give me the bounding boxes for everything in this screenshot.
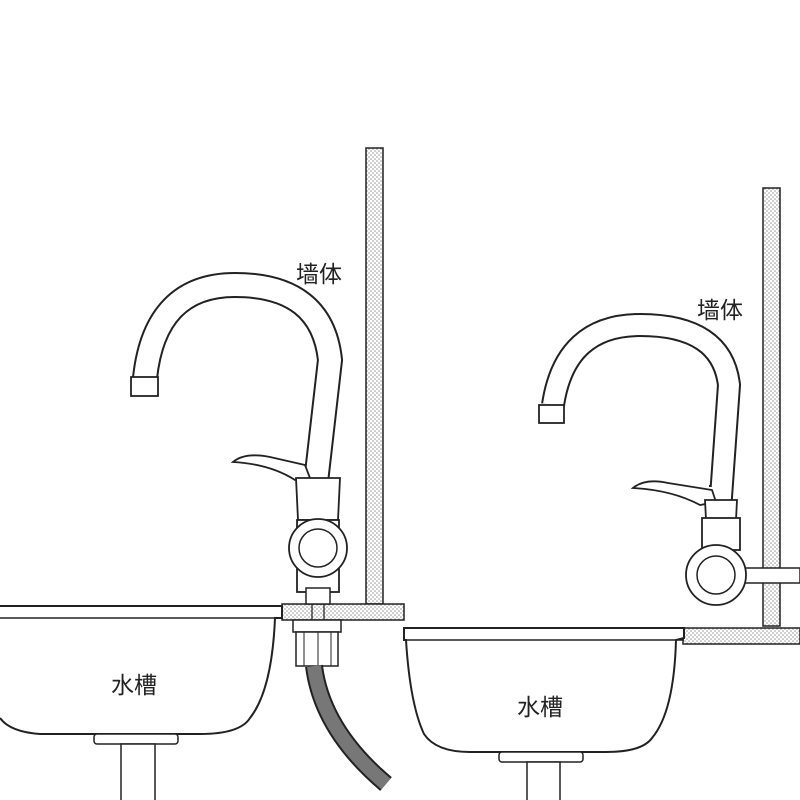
right-handle-lever: [630, 480, 718, 506]
left-handle-lever: [230, 454, 312, 481]
wall-label: 墙体: [296, 262, 342, 288]
right-nozzle: [538, 404, 565, 424]
left-nozzle: [130, 376, 159, 397]
right-countertop: [682, 627, 800, 645]
wall-label: 墙体: [697, 298, 743, 324]
left-faucet: [130, 271, 392, 791]
right-wall-connector: [744, 567, 800, 584]
left-countertop: [281, 603, 405, 621]
right-drain-pipe: [526, 761, 561, 800]
right-faucet: [538, 312, 800, 606]
sink-label: 水槽: [517, 695, 563, 721]
left-drain-pipe: [120, 743, 156, 800]
left-sink: [0, 605, 283, 800]
left-wall: [365, 147, 384, 605]
sink-label: 水槽: [111, 673, 157, 699]
right-scene: [403, 187, 800, 800]
right-sink: [403, 627, 685, 800]
left-scene: [0, 147, 405, 800]
right-wall: [762, 187, 781, 627]
